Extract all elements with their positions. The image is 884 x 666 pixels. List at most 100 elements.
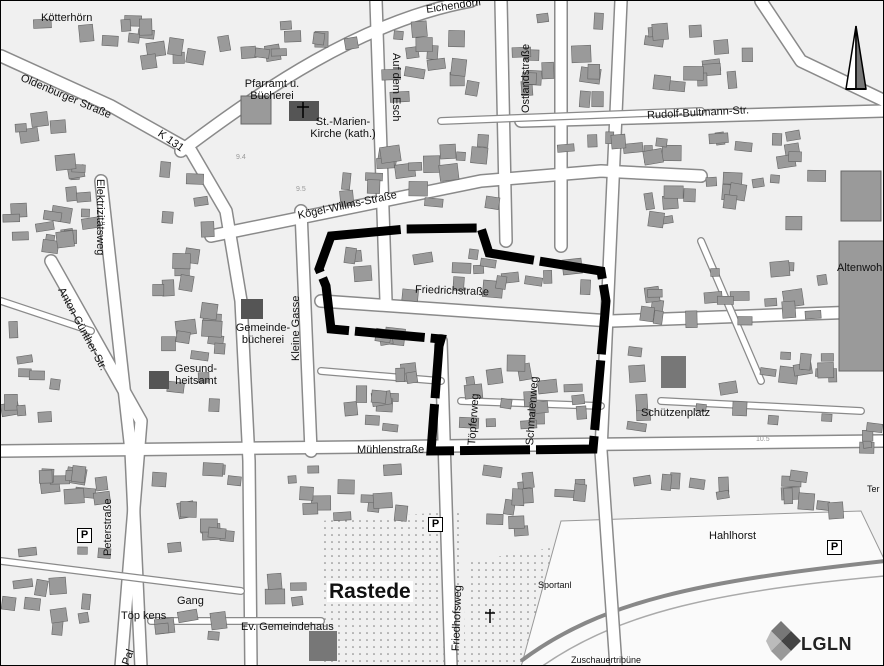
building xyxy=(33,578,49,598)
building xyxy=(688,477,706,490)
building xyxy=(42,210,63,223)
building xyxy=(713,39,730,55)
building xyxy=(734,141,753,153)
building xyxy=(785,129,801,142)
building xyxy=(28,370,45,381)
label-ostlandstrasse: Ostlandstraße xyxy=(520,43,532,113)
building xyxy=(778,365,799,385)
building xyxy=(780,351,791,360)
building xyxy=(484,195,501,210)
building xyxy=(97,547,112,559)
building xyxy=(468,248,479,260)
building xyxy=(485,367,504,386)
building xyxy=(151,471,167,488)
building xyxy=(401,288,419,302)
building xyxy=(63,487,85,505)
building xyxy=(185,47,206,66)
building xyxy=(290,595,304,607)
building xyxy=(370,389,387,404)
building xyxy=(771,133,783,146)
label-rastede: Rastede xyxy=(327,580,413,603)
building xyxy=(55,230,75,249)
building xyxy=(661,144,682,162)
building xyxy=(372,492,393,509)
building xyxy=(451,262,472,274)
building xyxy=(556,143,575,153)
label-muehlenstrasse: Mühlenstraße xyxy=(357,444,425,456)
building xyxy=(715,489,730,500)
building xyxy=(410,20,428,38)
building xyxy=(781,300,797,319)
parking-sign: P xyxy=(827,540,842,555)
building xyxy=(655,137,668,148)
building xyxy=(571,394,586,406)
building xyxy=(463,383,484,400)
building xyxy=(643,192,655,211)
building xyxy=(37,411,53,423)
building xyxy=(2,213,21,223)
label-gemeindebuecherei: Gemeinde-bücherei xyxy=(235,322,291,346)
building xyxy=(208,398,220,413)
building xyxy=(798,352,812,371)
building xyxy=(816,500,831,511)
building xyxy=(92,490,112,506)
building xyxy=(536,12,550,24)
building xyxy=(817,362,835,379)
building xyxy=(521,471,535,489)
building xyxy=(575,405,588,420)
building xyxy=(528,400,549,415)
building xyxy=(266,572,283,590)
church-cross-icon xyxy=(297,102,309,118)
building xyxy=(381,68,401,81)
building xyxy=(199,302,219,321)
building xyxy=(217,34,232,53)
building xyxy=(521,72,537,85)
building xyxy=(34,220,55,233)
building xyxy=(769,260,791,278)
label-gang: Gang xyxy=(177,595,204,607)
label-friedhofsweg: Friedhofsweg xyxy=(450,584,465,652)
building xyxy=(175,330,191,344)
building xyxy=(660,473,673,491)
building xyxy=(587,134,598,148)
building xyxy=(14,123,27,133)
building xyxy=(688,24,703,38)
building xyxy=(154,622,170,635)
building xyxy=(524,275,544,287)
building xyxy=(16,354,34,365)
building xyxy=(200,221,215,238)
library-building xyxy=(241,299,263,319)
parking-sign: P xyxy=(428,517,443,532)
building xyxy=(455,151,466,162)
building xyxy=(741,47,753,63)
building xyxy=(49,119,67,134)
building xyxy=(77,546,88,555)
building xyxy=(722,194,738,210)
building xyxy=(450,57,468,77)
building xyxy=(499,397,513,410)
building xyxy=(472,264,485,275)
parking-sign: P xyxy=(77,528,92,543)
building xyxy=(30,111,49,128)
building xyxy=(783,487,793,505)
building xyxy=(571,44,592,64)
building xyxy=(382,463,403,477)
label-sportanl: Sportanl xyxy=(538,580,572,590)
building xyxy=(178,274,195,292)
building xyxy=(254,47,271,59)
building xyxy=(161,210,174,224)
altenwohn-building xyxy=(838,240,883,372)
building xyxy=(785,216,803,231)
building xyxy=(405,371,419,385)
building xyxy=(343,246,357,265)
building xyxy=(4,393,18,411)
label-schuetzenplatz: Schützenplatz xyxy=(641,407,711,419)
building xyxy=(48,576,67,596)
building xyxy=(685,310,698,329)
building xyxy=(470,146,489,165)
building xyxy=(78,23,95,43)
building xyxy=(70,465,87,484)
building xyxy=(343,36,359,51)
building xyxy=(426,57,447,71)
